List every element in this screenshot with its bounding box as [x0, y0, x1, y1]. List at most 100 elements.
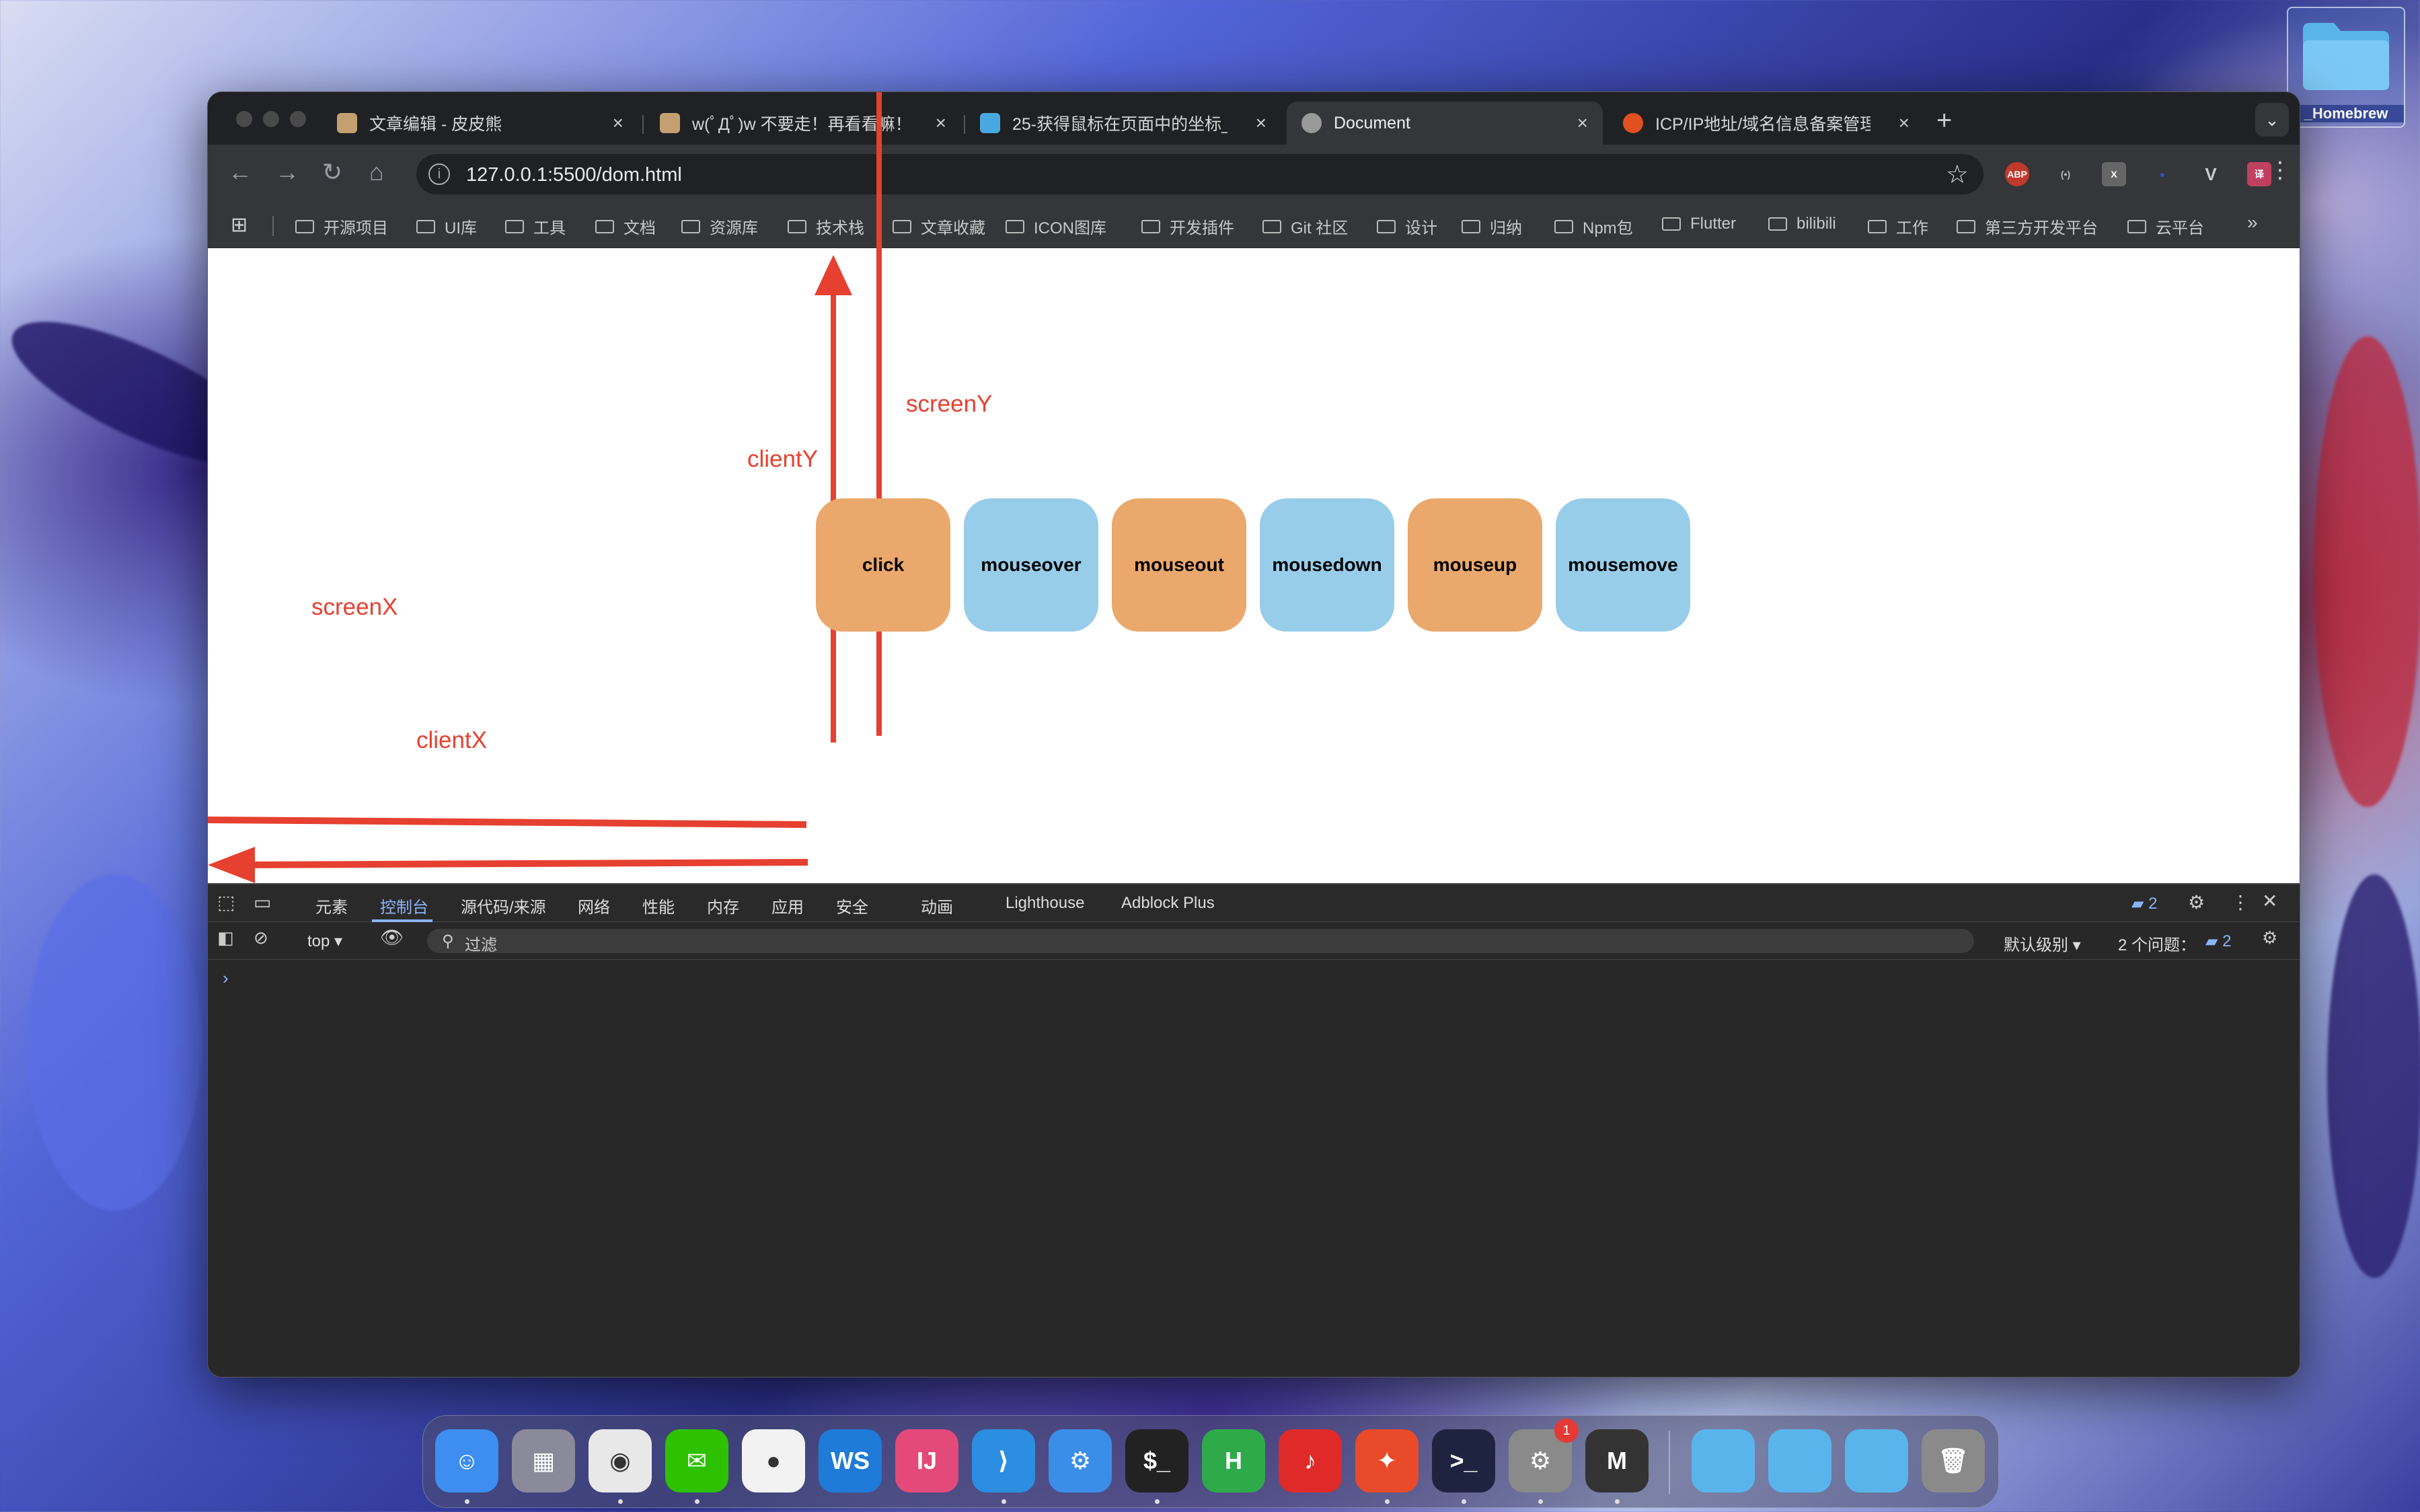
tab-close-icon[interactable]: ×: [1577, 112, 1588, 133]
tab-0[interactable]: 文章编辑 - 皮皮熊 ×: [322, 102, 638, 145]
devtools-settings-gear-icon[interactable]: ⚙: [2188, 892, 2205, 913]
netease-music-icon[interactable]: ♪: [1279, 1429, 1342, 1492]
minimize-window-button[interactable]: [263, 111, 279, 127]
forward-arrow-icon[interactable]: →: [275, 158, 299, 186]
maximize-window-button[interactable]: [290, 111, 306, 127]
event-button-mouseout[interactable]: mouseout: [1112, 498, 1246, 632]
bookmark-item[interactable]: 工具: [505, 215, 566, 238]
bookmark-item[interactable]: 云平台: [2127, 215, 2204, 238]
devtools-tab-application[interactable]: 应用: [771, 899, 804, 917]
bookmark-item[interactable]: 设计: [1377, 215, 1437, 238]
intellij-icon[interactable]: IJ: [895, 1429, 958, 1492]
extension-icon[interactable]: ●: [2159, 169, 2166, 180]
extension-icon[interactable]: (•): [2060, 169, 2071, 180]
home-icon[interactable]: ⌂: [369, 158, 384, 186]
bookmark-item[interactable]: 开源项目: [295, 215, 388, 238]
tab-close-icon[interactable]: ×: [612, 112, 623, 133]
site-info-icon[interactable]: i: [428, 163, 450, 185]
bookmark-item[interactable]: 技术栈: [788, 215, 864, 238]
bookmark-item[interactable]: 归纳: [1462, 215, 1522, 238]
wechat-icon[interactable]: ✉: [665, 1429, 728, 1492]
devtools-tab-memory[interactable]: 内存: [707, 899, 739, 917]
devtools-tab-security[interactable]: 安全: [836, 899, 868, 917]
bookmark-item[interactable]: 文章收藏: [893, 215, 985, 238]
bookmark-star-icon[interactable]: ☆: [1945, 161, 1969, 189]
tab-2[interactable]: 25-获得鼠标在页面中的坐标_哔哩哔哩_bilibili ×: [965, 102, 1281, 145]
browser-menu-icon[interactable]: ⋮: [2269, 157, 2292, 183]
bookmark-item[interactable]: 工作: [1868, 215, 1928, 238]
folder-icon[interactable]: [1768, 1429, 1831, 1492]
extension-icon[interactable]: X: [2102, 162, 2126, 186]
inspect-element-icon[interactable]: ⬚: [217, 892, 235, 913]
tab-1[interactable]: w(ﾟДﾟ)w 不要走！再看看嘛！ ×: [645, 102, 961, 145]
issues-summary[interactable]: 2 个问题：: [2118, 936, 2197, 954]
tab-4[interactable]: ICP/IP地址/域名信息备案管理系统 ×: [1608, 102, 1924, 145]
devtools-tab-console[interactable]: 控制台: [380, 899, 428, 917]
event-button-mousedown[interactable]: mousedown: [1260, 498, 1394, 632]
devtools-tab-animations[interactable]: 动画: [921, 899, 953, 917]
xmind-icon[interactable]: ✦: [1355, 1429, 1419, 1492]
issues-summary-badge[interactable]: ▰ 2: [2205, 932, 2232, 950]
event-button-click[interactable]: click: [816, 498, 950, 632]
device-toolbar-icon[interactable]: ▭: [254, 892, 272, 913]
translate-extension-icon[interactable]: 译: [2247, 162, 2271, 186]
address-bar[interactable]: i 127.0.0.1:5500/dom.html ☆: [416, 154, 1983, 194]
live-expression-eye-icon[interactable]: 👁: [380, 927, 404, 948]
clear-console-icon[interactable]: ⊘: [254, 928, 268, 948]
bookmark-item[interactable]: 开发插件: [1141, 215, 1234, 238]
bookmark-item[interactable]: ICON图库: [1006, 215, 1106, 238]
devtools-tab-elements[interactable]: 元素: [315, 899, 348, 917]
markdown-app-icon[interactable]: M: [1585, 1429, 1649, 1492]
xcode-icon[interactable]: ⚙: [1049, 1429, 1112, 1492]
devtools-more-icon[interactable]: ⋮: [2231, 892, 2250, 913]
folder-icon[interactable]: [1692, 1429, 1755, 1492]
devtools-close-icon[interactable]: ✕: [2262, 891, 2278, 911]
apps-grid-icon[interactable]: ⊞: [231, 214, 248, 236]
tab-close-icon[interactable]: ×: [1255, 112, 1266, 133]
more-bookmarks-chevron-icon[interactable]: »: [2247, 212, 2258, 233]
tab-search-chevron-icon[interactable]: ⌄: [2255, 103, 2289, 137]
finder-icon[interactable]: ☺: [435, 1429, 498, 1492]
bookmark-item[interactable]: bilibili: [1768, 215, 1836, 233]
vscode-icon[interactable]: ⟩: [972, 1429, 1035, 1492]
qq-icon[interactable]: ●: [742, 1429, 805, 1492]
trash-icon[interactable]: 🗑: [1922, 1429, 1985, 1492]
devtools-tab-network[interactable]: 网络: [578, 899, 610, 917]
reload-icon[interactable]: ↻: [322, 158, 343, 186]
extensions-puzzle-icon[interactable]: ⧉: [2296, 162, 2300, 186]
event-button-mousemove[interactable]: mousemove: [1556, 498, 1690, 632]
new-tab-plus-icon[interactable]: +: [1936, 106, 1953, 135]
devtools-tab-lighthouse[interactable]: Lighthouse: [1006, 894, 1085, 912]
hbuilder-icon[interactable]: H: [1202, 1429, 1265, 1492]
desktop-folder-homebrew[interactable]: _Homebrew: [2287, 7, 2405, 128]
close-window-button[interactable]: [236, 111, 252, 127]
devtools-tab-performance[interactable]: 性能: [642, 899, 675, 917]
console-settings-gear-icon[interactable]: ⚙: [2262, 928, 2278, 948]
context-selector[interactable]: top ▾: [307, 932, 343, 950]
devtools-tab-sources[interactable]: 源代码/来源: [461, 899, 546, 917]
console-filter-input[interactable]: ⚲ 过滤: [427, 929, 1974, 954]
back-arrow-icon[interactable]: ←: [228, 158, 252, 186]
chrome-icon[interactable]: ◉: [589, 1429, 652, 1492]
cloud-shell-icon[interactable]: >_: [1432, 1429, 1495, 1492]
adblock-extension-icon[interactable]: ABP: [2005, 162, 2029, 186]
event-button-mouseover[interactable]: mouseover: [964, 498, 1098, 632]
bookmark-item[interactable]: 第三方开发平台: [1957, 215, 2098, 238]
event-button-mouseup[interactable]: mouseup: [1408, 498, 1542, 632]
folder-icon[interactable]: [1845, 1429, 1908, 1492]
bookmark-item[interactable]: UI库: [416, 215, 477, 238]
console-prompt[interactable]: ›: [223, 968, 229, 988]
sidebar-toggle-icon[interactable]: ◧: [217, 928, 234, 948]
bookmark-item[interactable]: Flutter: [1662, 215, 1736, 233]
log-level-selector[interactable]: 默认级别 ▾: [2004, 936, 2081, 954]
tab-close-icon[interactable]: ×: [1898, 112, 1909, 133]
bookmark-item[interactable]: Npm包: [1554, 215, 1633, 238]
launchpad-icon[interactable]: ▦: [512, 1429, 575, 1492]
tab-3[interactable]: Document ×: [1287, 102, 1603, 145]
terminal-icon[interactable]: $_: [1125, 1429, 1188, 1492]
webstorm-icon[interactable]: WS: [819, 1429, 882, 1492]
bookmark-item[interactable]: 文档: [595, 215, 656, 238]
issues-badge[interactable]: ▰ 2: [2131, 895, 2158, 913]
bookmark-item[interactable]: 资源库: [681, 215, 758, 238]
tab-close-icon[interactable]: ×: [935, 112, 946, 133]
